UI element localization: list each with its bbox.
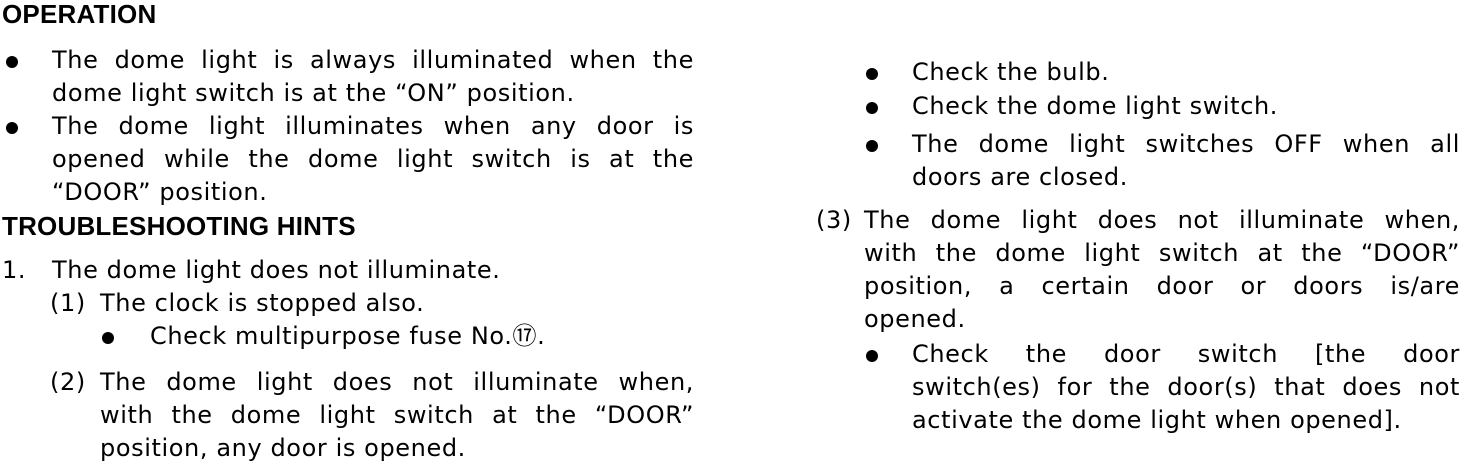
sub-item-3: (3) The dome light does not illuminate w… (808, 204, 1460, 336)
sub-item-1-bullet: Check multipurpose fuse No.⑰. (2, 320, 694, 353)
text-line: The dome light does not illuminate when, (864, 206, 1460, 234)
text-line: The dome light is always illuminated whe… (52, 46, 694, 74)
bullet-dot-icon (6, 44, 18, 77)
sub-item-2-number: (2) (50, 368, 86, 396)
text-line: position, a certain door or doors is/are (864, 272, 1460, 300)
text-line: activate the dome light when opened]. (912, 406, 1402, 434)
text-line: The dome light does not illuminate when, (100, 368, 694, 396)
text-line: Check the bulb. (912, 58, 1110, 86)
text-line: The dome light switches OFF when all (912, 130, 1460, 158)
text-line: with the dome light switch at the “DOOR” (100, 401, 694, 429)
text-line: opened while the dome light switch is at… (52, 145, 694, 173)
text-line: with the dome light switch at the “DOOR” (864, 239, 1460, 267)
bullet-dot-icon (866, 90, 878, 123)
text-line: Check the door switch [the door (912, 340, 1460, 368)
text-line: Check the dome light switch. (912, 92, 1279, 120)
text-line: switch(es) for the door(s) that does not (912, 373, 1460, 401)
sub-item-3-number: (3) (816, 206, 852, 234)
text-line: The dome light illuminates when any door… (52, 112, 694, 140)
sub-item-1-number: (1) (50, 289, 86, 317)
sub-item-1-text: The clock is stopped also. (100, 289, 425, 317)
bullet-dot-icon (866, 128, 878, 161)
text-line: opened. (864, 305, 966, 333)
sub-item-2: (2) The dome light does not illuminate w… (2, 366, 694, 465)
right-bullet-3: The dome light switches OFF when all doo… (808, 128, 1460, 194)
operation-bullet-2: The dome light illuminates when any door… (2, 110, 694, 209)
operation-bullet-1: The dome light is always illuminated whe… (2, 44, 694, 110)
troubleshooting-heading: TROUBLESHOOTING HINTS (2, 211, 356, 241)
text-line: “DOOR” position. (52, 178, 268, 206)
right-bullet-2: Check the dome light switch. (808, 90, 1460, 123)
sub-item-3-bullet: Check the door switch [the door switch(e… (808, 338, 1460, 437)
hint-1: 1. The dome light does not illuminate. (2, 254, 694, 287)
bullet-dot-icon (866, 56, 878, 89)
sub-item-1: (1) The clock is stopped also. (2, 287, 694, 320)
operation-heading: OPERATION (2, 0, 157, 29)
right-bullet-1: Check the bulb. (808, 56, 1460, 89)
bullet-dot-icon (866, 338, 878, 371)
hint-1-number: 1. (2, 256, 27, 284)
sub-item-1-bullet-text: Check multipurpose fuse No.⑰. (150, 322, 546, 350)
text-line: position, any door is opened. (100, 434, 466, 462)
bullet-dot-icon (6, 110, 18, 143)
text-line: doors are closed. (912, 163, 1128, 191)
bullet-dot-icon (102, 320, 114, 353)
text-line: dome light switch is at the “ON” positio… (52, 79, 575, 107)
hint-1-text: The dome light does not illuminate. (52, 256, 501, 284)
